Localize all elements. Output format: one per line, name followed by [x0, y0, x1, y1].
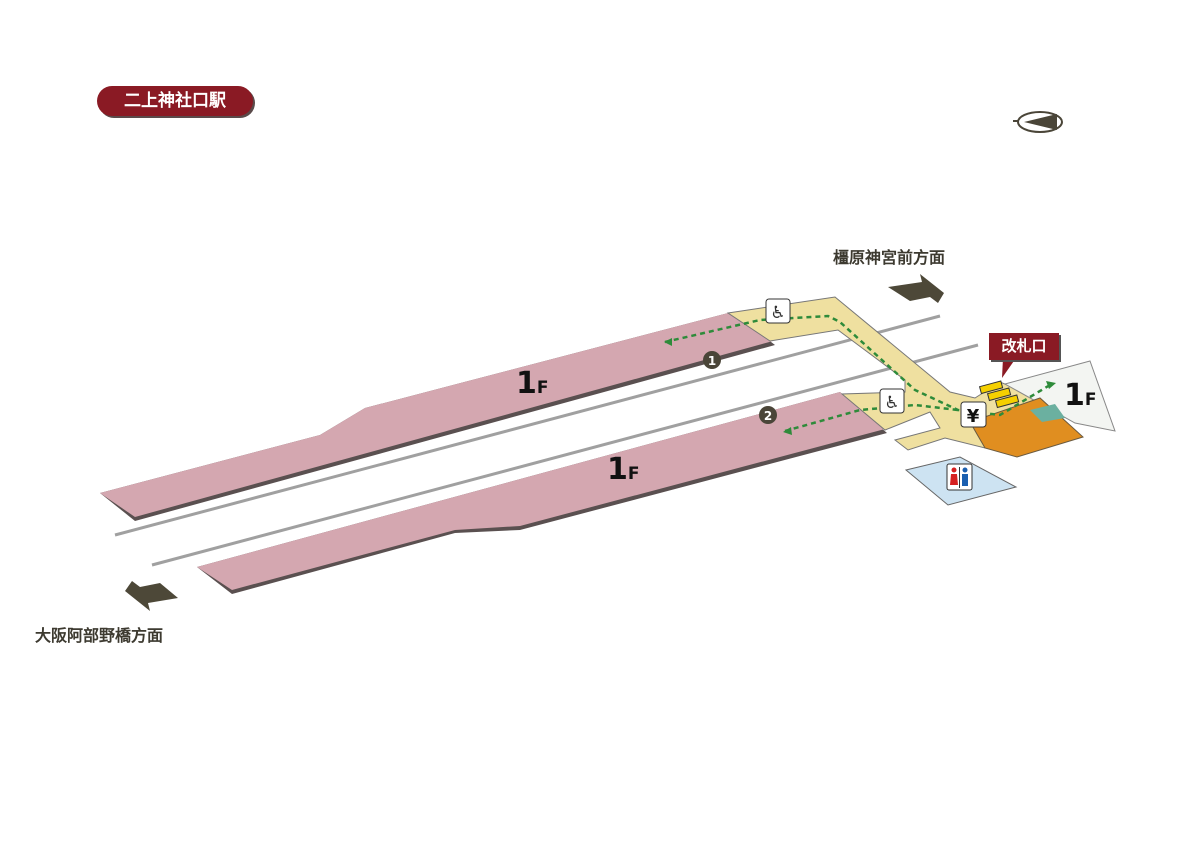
platform-2: [197, 392, 887, 594]
wheelchair-ramp-icon: ♿: [765, 298, 791, 324]
svg-text:♿: ♿: [884, 393, 899, 413]
station-name: 二上神社口駅: [97, 86, 253, 116]
ticket-machine-yen-icon: ¥: [960, 401, 987, 428]
ticket-gate-label: 改札口: [989, 333, 1059, 360]
direction-arrow-icon: [888, 274, 944, 303]
platform-2-floor-label: 1F: [607, 452, 640, 487]
ticket-gate-icon: [978, 380, 1020, 409]
platform-1: [100, 312, 775, 521]
direction-south-label: 大阪阿部野橋方面: [35, 626, 164, 645]
direction-north-label: 橿原神宮前方面: [833, 248, 946, 267]
wheelchair-ramp-icon: ♿: [879, 388, 905, 414]
platform-1-number-badge: 1: [703, 351, 721, 369]
restroom-icon: [946, 463, 973, 491]
svg-text:♿: ♿: [770, 303, 785, 323]
direction-arrow-icon: [125, 581, 178, 611]
platform-2-number-badge: 2: [759, 406, 777, 424]
track-1: [114, 314, 941, 537]
concourse-floor-label: 1F: [1064, 378, 1097, 413]
svg-text:2: 2: [764, 409, 772, 423]
platform-1-floor-label: 1F: [516, 366, 549, 401]
gate-area: [969, 397, 1084, 458]
svg-text:1: 1: [708, 354, 716, 368]
svg-text:¥: ¥: [967, 406, 980, 427]
compass-icon: [1013, 111, 1063, 133]
track-2: [151, 343, 979, 567]
